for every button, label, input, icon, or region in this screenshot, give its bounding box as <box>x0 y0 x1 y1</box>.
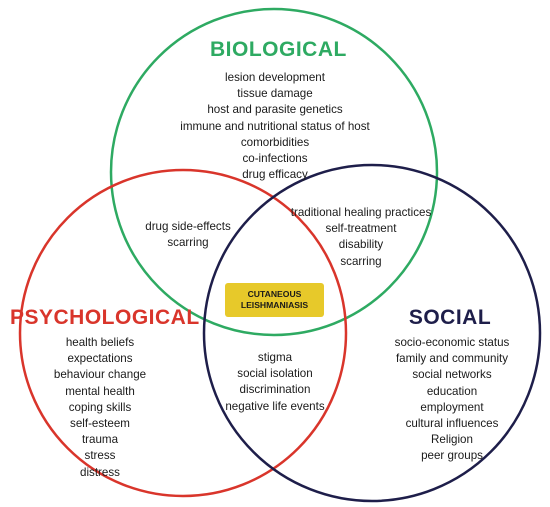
region-item: traditional healing practices <box>290 206 432 219</box>
region-item: discrimination <box>239 383 311 397</box>
biological-items: lesion development tissue damage host and … <box>150 70 400 183</box>
region-item: self-esteem <box>70 417 130 431</box>
region-item: scarring <box>167 236 209 250</box>
region-item: family and community <box>395 352 509 366</box>
psychological-title: PSYCHOLOGICAL <box>10 306 200 329</box>
region-item: Religion <box>431 433 473 447</box>
region-item: mental health <box>65 384 135 398</box>
region-item: employment <box>420 400 484 414</box>
region-item: drug efficacy <box>242 168 308 182</box>
region-item: behaviour change <box>53 368 147 382</box>
social-circle <box>202 163 542 503</box>
region-item: distress <box>80 465 120 479</box>
region-item: trauma <box>81 433 119 447</box>
psych-social-items: stigma social isolation discrimination nega… <box>210 350 340 415</box>
region-item: disability <box>338 238 384 252</box>
social-title: SOCIAL <box>408 306 492 329</box>
region-item: education <box>426 384 478 398</box>
region-item: negative life events <box>225 399 325 413</box>
region-item: peer groups <box>421 449 483 463</box>
region-item: lesion development <box>225 71 325 84</box>
region-item: health beliefs <box>65 336 135 349</box>
region-item: host and parasite genetics <box>207 103 343 117</box>
biological-circle <box>109 7 439 337</box>
region-item: stigma <box>257 351 293 364</box>
region-item: social networks <box>412 368 492 382</box>
center-line-2: LEISHMANIASIS <box>240 300 309 310</box>
region-item: coping skills <box>68 400 132 414</box>
region-item: expectations <box>67 352 133 366</box>
bio-psych-items: drug side-effects scarring <box>128 219 248 251</box>
region-item: immune and nutritional status of host <box>180 119 370 133</box>
region-item: comorbidities <box>240 135 310 149</box>
region-item: socio-economic status <box>394 336 510 349</box>
region-item: cultural influences <box>405 417 499 431</box>
region-item: self-treatment <box>325 222 397 236</box>
biological-title: BIOLOGICAL <box>210 38 347 61</box>
region-item: tissue damage <box>237 87 313 101</box>
center-line-1: CUTANEOUS <box>247 289 302 299</box>
center-badge: CUTANEOUS LEISHMANIASIS <box>225 283 324 317</box>
region-item: social isolation <box>237 367 313 381</box>
bio-social-items: traditional healing practices self-treatm… <box>276 205 446 270</box>
psychological-circle <box>18 168 348 498</box>
region-item: scarring <box>340 254 382 268</box>
psychological-items: health beliefs expectations behaviour chan… <box>40 335 160 481</box>
region-item: drug side-effects <box>145 220 231 233</box>
region-item: co-infections <box>242 152 308 166</box>
social-items: socio-economic status family and communit… <box>372 335 532 465</box>
region-item: stress <box>84 449 116 463</box>
